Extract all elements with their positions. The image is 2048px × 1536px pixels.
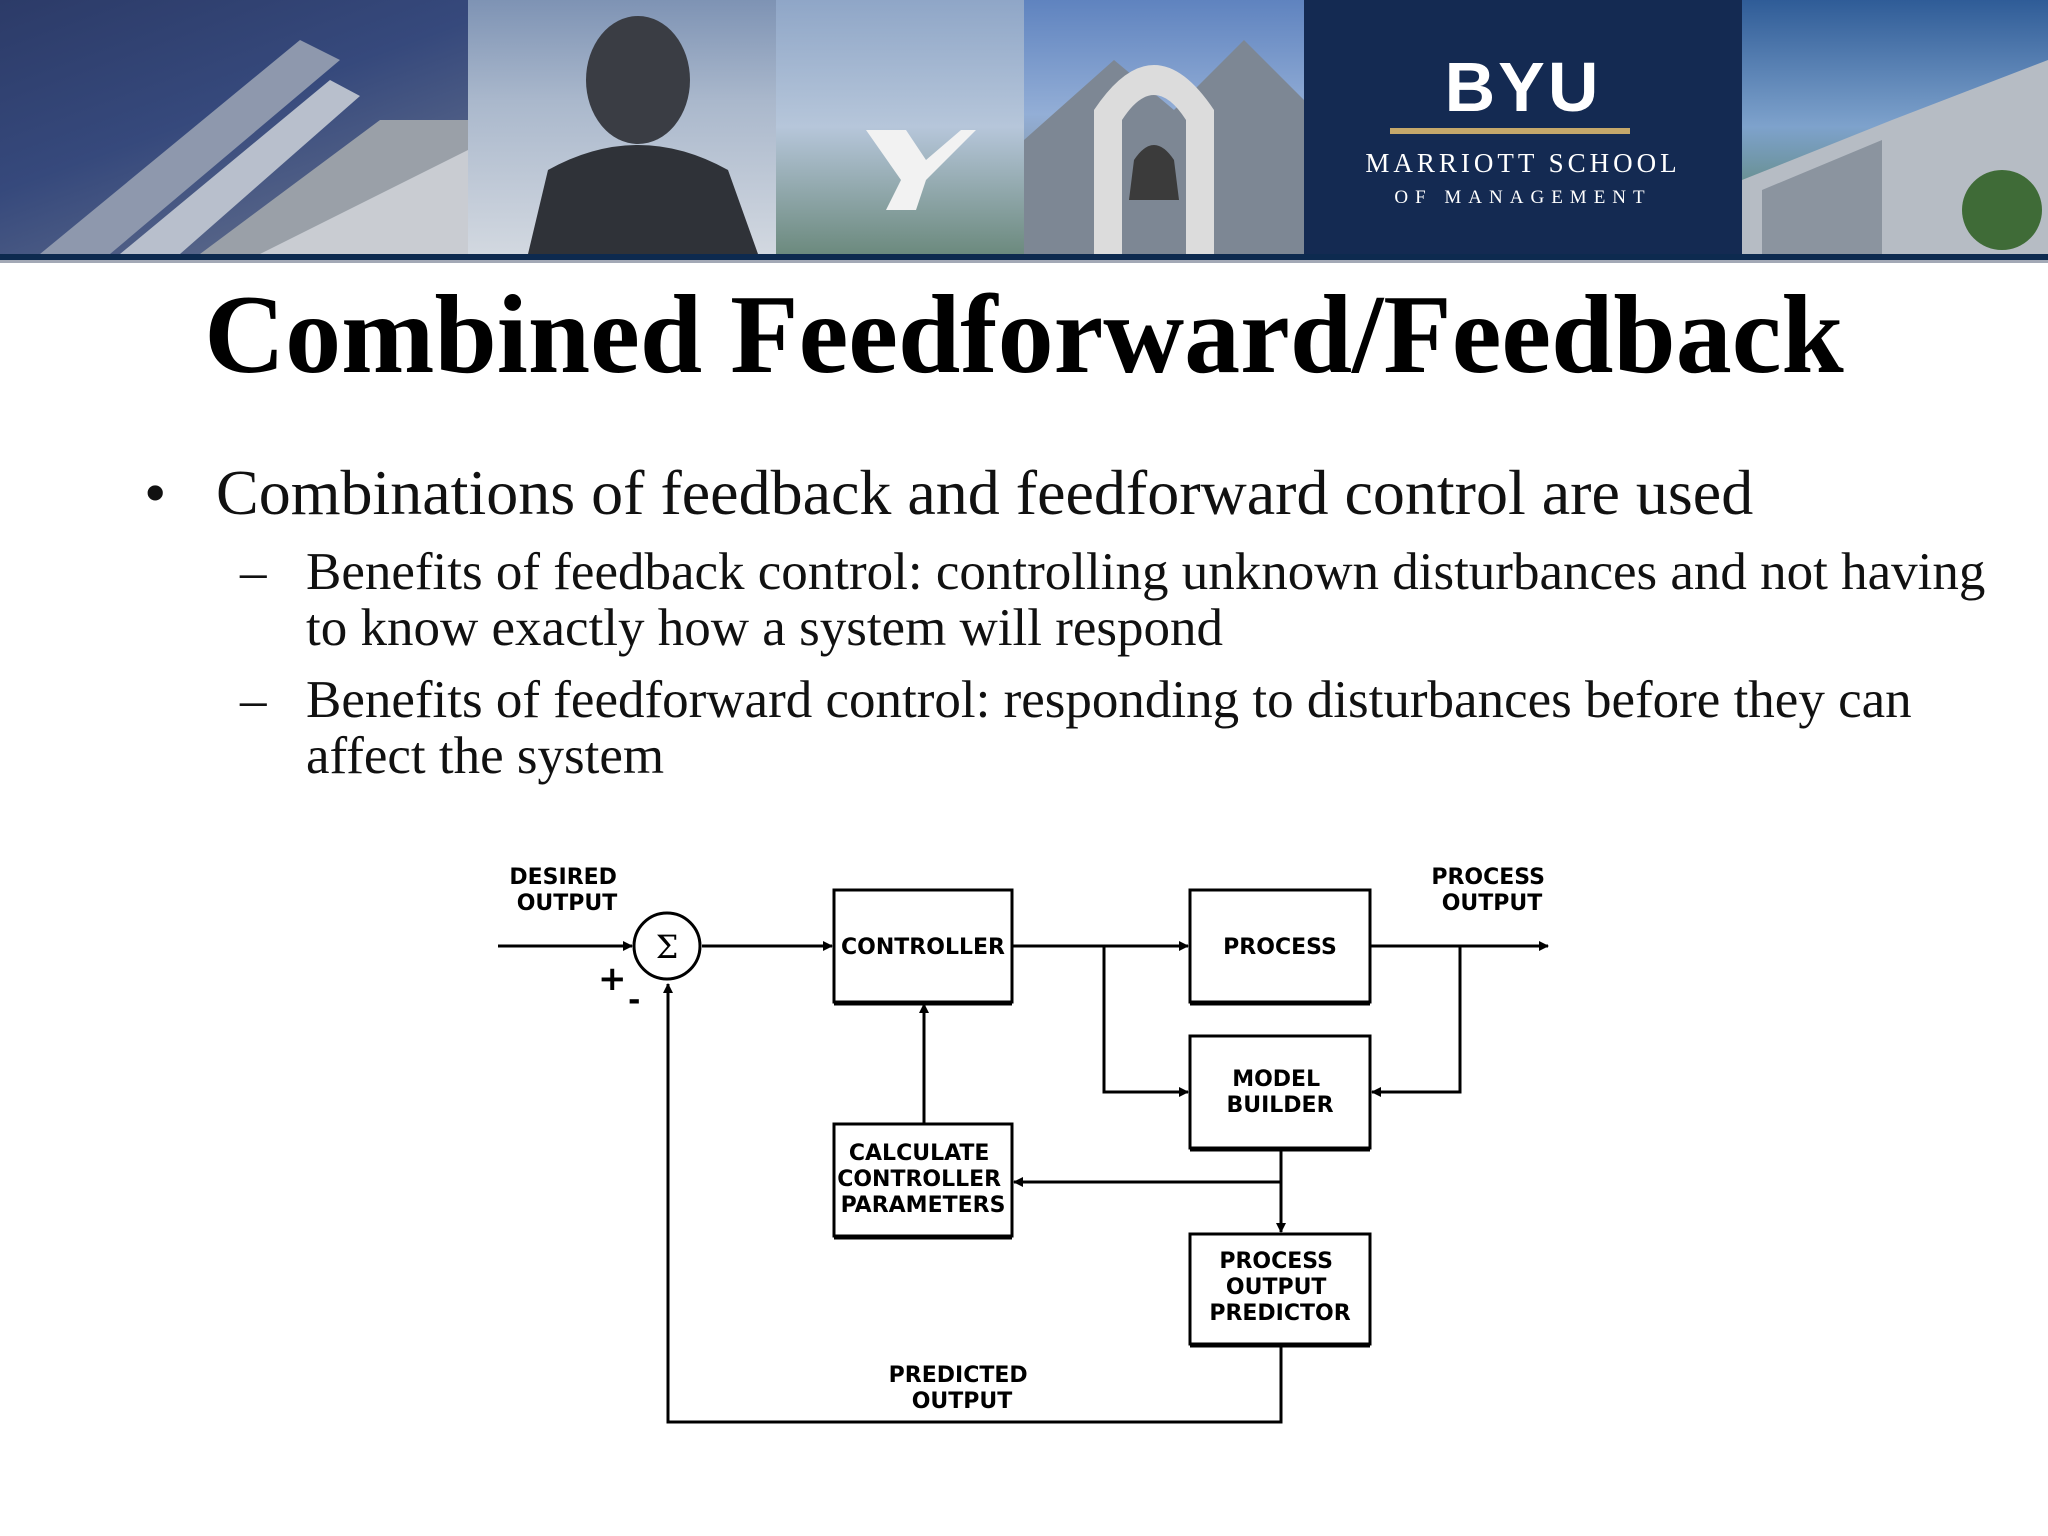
sigma-symbol: Σ xyxy=(656,928,679,966)
predicted-output-feedback-line xyxy=(663,983,1283,1424)
output-to-model-line xyxy=(1371,946,1462,1097)
model-builder-label: MODEL BUILDER xyxy=(1226,1067,1333,1118)
minus-sign: - xyxy=(628,983,640,1018)
header-banner: BYU MARRIOTT SCHOOL OF MANAGEMENT xyxy=(0,0,2048,264)
calculate-parameters-block xyxy=(832,1122,1014,1238)
logo-gold-rule xyxy=(1390,128,1630,134)
controller-to-model-line xyxy=(1102,946,1189,1097)
process-output-label: PROCESS OUTPUT xyxy=(1431,865,1552,916)
subbullet-dash: – xyxy=(240,671,267,729)
banner-rule-dark xyxy=(0,254,2048,260)
process-block xyxy=(1188,888,1372,1004)
predictor-label: PROCESS OUTPUT PREDICTOR xyxy=(1209,1249,1350,1326)
block-shadows xyxy=(834,1002,1370,1348)
building-lines-graphic xyxy=(40,40,468,254)
y-logo-graphic xyxy=(866,130,976,210)
predictor-block xyxy=(1188,1232,1372,1346)
predicted-output-label: PREDICTED OUTPUT xyxy=(889,1363,1036,1414)
logo-school-line: MARRIOTT SCHOOL xyxy=(1365,148,1681,178)
y-mountain-photo xyxy=(776,0,1024,254)
bell-arch-photo xyxy=(1024,0,1304,254)
logo-sub-line: OF MANAGEMENT xyxy=(1394,187,1652,208)
slide-title: Combined Feedforward/Feedback xyxy=(204,273,1844,397)
process-label: PROCESS xyxy=(1223,935,1337,960)
model-builder-block xyxy=(1188,1034,1372,1150)
diagram-blocks xyxy=(832,888,1372,1346)
calculate-parameters-label: CALCULATE CONTROLLER PARAMETERS xyxy=(837,1141,1009,1218)
bell-arch-graphic xyxy=(1024,40,1304,254)
logo-panel xyxy=(1304,0,1742,254)
bullet-main: Combinations of feedback and feedforward… xyxy=(216,457,1754,528)
subbullet-dash: – xyxy=(240,543,267,601)
diagram-connectors xyxy=(498,941,1549,1424)
summing-junction xyxy=(632,911,702,981)
subbullet-feedforward: Benefits of feedforward control: respond… xyxy=(306,671,1912,785)
statue-silhouette xyxy=(528,16,758,254)
glass-building-graphic xyxy=(1742,60,2048,254)
bullet-dot: • xyxy=(144,457,167,528)
plus-sign: + xyxy=(598,959,627,999)
logo-byu-text: BYU xyxy=(1444,48,1602,126)
byu-logo: BYU MARRIOTT SCHOOL OF MANAGEMENT xyxy=(1304,0,1742,254)
controller-label: CONTROLLER xyxy=(841,935,1005,960)
statue-photo xyxy=(468,0,776,254)
subbullet-feedback: Benefits of feedback control: controllin… xyxy=(306,543,1986,657)
controller-block xyxy=(832,888,1014,1004)
desired-output-label: DESIRED OUTPUT xyxy=(509,865,624,916)
building-photo xyxy=(0,0,468,254)
modern-building-photo xyxy=(1742,0,2048,254)
banner-rule-grey xyxy=(0,260,2048,263)
